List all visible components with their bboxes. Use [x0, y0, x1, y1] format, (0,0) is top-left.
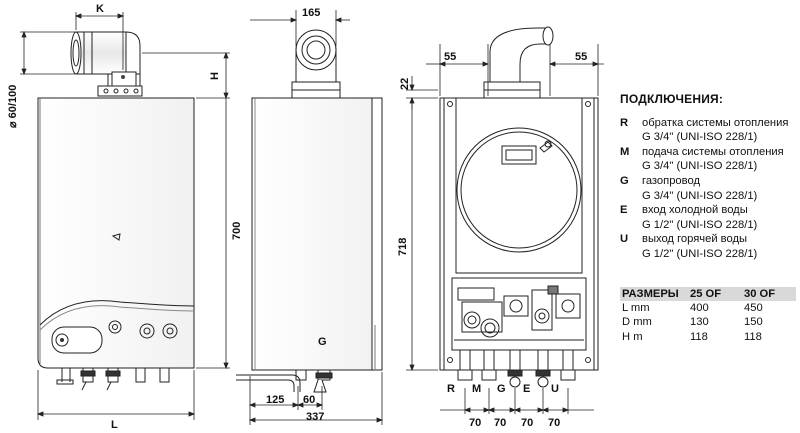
dim-165-label: 165 — [302, 7, 320, 19]
legend-item-code: E — [620, 204, 628, 217]
legend-item-thread: G 3/4" (UNI-ISO 228/1) — [642, 131, 758, 144]
legend-item-text: подача системы отопления G 3/4" (UNI-ISO … — [642, 145, 798, 174]
dim-60-label: 60 — [303, 394, 315, 406]
sizes-header-25of: 25 OF — [690, 288, 722, 300]
dim-k-label: K — [96, 3, 104, 15]
legend-title: ПОДКЛЮЧЕНИЯ: — [620, 92, 724, 106]
side-view-dimensions — [248, 10, 384, 425]
legend-item-code: M — [620, 145, 630, 158]
rear-view-dimensions — [406, 44, 604, 414]
dim-h-label: H — [209, 72, 221, 80]
dim-55-left-label: 55 — [444, 51, 456, 63]
sizes-table-row: L mm 400 450 — [620, 301, 796, 315]
legend-item-text: газопровод G 3/4" (UNI-ISO 228/1) — [642, 174, 798, 203]
connection-letter: M — [472, 383, 481, 395]
side-view — [236, 29, 383, 393]
connection-letter: G — [497, 383, 506, 395]
sizes-table-cell: D mm — [622, 316, 652, 329]
dim-flue-diameter-label: ⌀ 60/100 — [7, 85, 19, 128]
connection-letter: E — [523, 383, 530, 395]
sizes-table: РАЗМЕРЫ 25 OF 30 OF L mm 400 450 D mm 130 150… — [620, 287, 796, 344]
spacing-70-label: 70 — [548, 417, 560, 429]
sizes-table-row: D mm 130 150 — [620, 315, 796, 329]
dim-718-label: 718 — [397, 238, 409, 256]
sizes-table-cell: 130 — [690, 316, 709, 329]
sizes-table-body: L mm 400 450 D mm 130 150 H m 118 118 — [620, 301, 796, 344]
legend-item-description: обратка системы отопления — [642, 116, 789, 129]
sizes-header-label: РАЗМЕРЫ — [622, 288, 679, 300]
spacing-labels: 70 70 70 70 — [469, 417, 560, 429]
spacing-70-label: 70 — [469, 417, 481, 429]
sizes-table-cell: H m — [622, 330, 643, 343]
legend-item-code: U — [620, 233, 629, 246]
legend-item-code: R — [620, 116, 629, 129]
dim-125-label: 125 — [266, 394, 284, 406]
front-view — [37, 31, 195, 391]
sizes-table-cell: 450 — [744, 302, 763, 314]
side-gas-label: G — [318, 336, 327, 348]
dim-l-label: L — [111, 419, 118, 431]
dim-700-label: 700 — [231, 222, 243, 240]
legend-item-code: G — [620, 174, 629, 187]
dim-337-label: 337 — [306, 411, 324, 423]
legend-item-description: выход горячей воды — [642, 233, 748, 246]
sizes-table-cell: 150 — [744, 316, 763, 329]
sizes-header-30of: 30 OF — [744, 288, 776, 300]
sizes-table-row: H m 118 118 — [620, 330, 796, 344]
connection-letter: R — [447, 383, 455, 395]
legend-item-thread: G 3/4" (UNI-ISO 228/1) — [642, 160, 758, 173]
sizes-table-cell: 400 — [690, 302, 709, 314]
legend-item-description: газопровод — [642, 174, 700, 187]
legend-item-text: обратка системы отопления G 3/4" (UNI-ISO… — [642, 116, 798, 145]
legend-item-description: вход холодной воды — [642, 204, 748, 217]
sizes-table-cell: L mm — [622, 302, 650, 314]
sizes-table-cell: 118 — [690, 330, 708, 343]
connection-letter: U — [551, 383, 559, 395]
front-view-dimensions — [20, 12, 230, 420]
legend-item-thread: G 1/2" (UNI-ISO 228/1) — [642, 218, 758, 231]
spacing-70-label: 70 — [521, 417, 533, 429]
dim-55-right-label: 55 — [575, 51, 587, 63]
dim-22-label: 22 — [399, 78, 411, 90]
legend-item-thread: G 1/2" (UNI-ISO 228/1) — [642, 247, 758, 260]
legend-item-description: подача системы отопления — [642, 145, 784, 158]
rear-view — [439, 26, 599, 388]
sizes-table-cell: 118 — [744, 330, 762, 343]
sizes-table-header: РАЗМЕРЫ 25 OF 30 OF — [620, 287, 796, 301]
spacing-70-label: 70 — [494, 417, 506, 429]
legend-item-thread: G 3/4" (UNI-ISO 228/1) — [642, 189, 758, 202]
